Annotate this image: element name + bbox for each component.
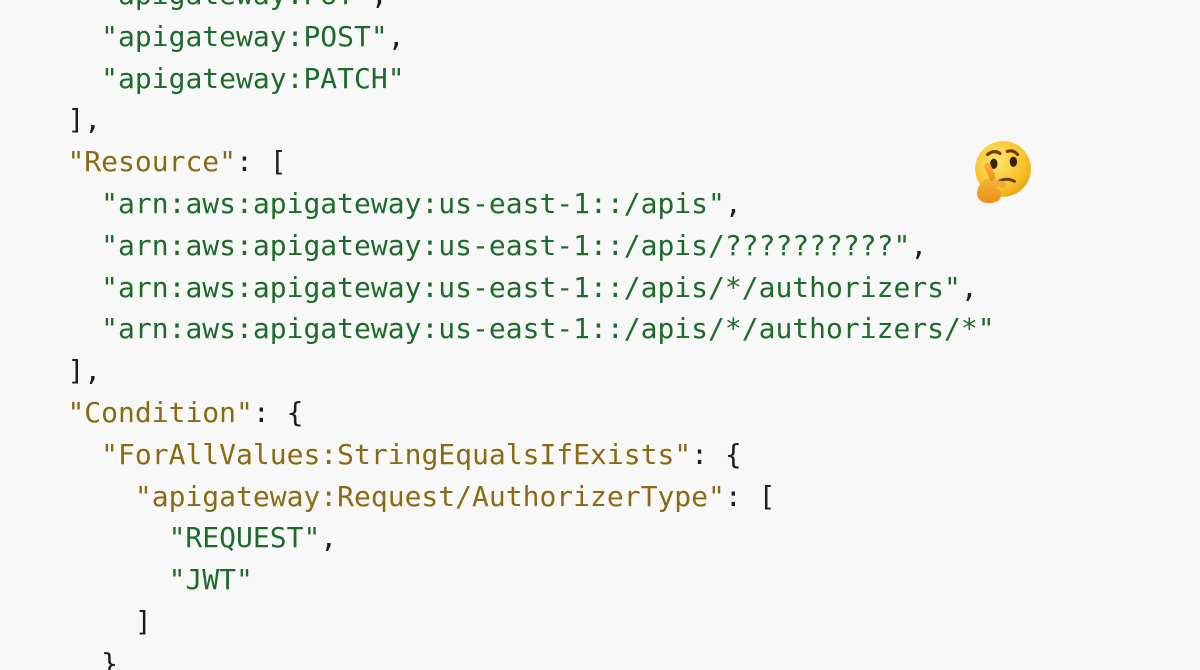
json-punctuation: : [	[236, 145, 287, 179]
code-line: "apigateway:PUT",	[0, 0, 995, 16]
json-punctuation: ],	[67, 354, 102, 388]
json-string: "apigateway:PATCH"	[101, 61, 405, 95]
code-line: "arn:aws:apigateway:us-east-1::/apis",	[0, 183, 995, 225]
code-line: "arn:aws:apigateway:us-east-1::/apis/*/a…	[0, 308, 995, 350]
json-string: "JWT"	[168, 563, 253, 597]
json-punctuation: ,	[910, 228, 928, 262]
json-punctuation: : {	[691, 437, 742, 471]
code-line: ]	[0, 601, 995, 643]
json-string: "arn:aws:apigateway:us-east-1::/apis"	[101, 186, 725, 220]
code-line: }	[0, 643, 995, 670]
json-string: "apigateway:POST"	[101, 19, 388, 53]
json-string: "apigateway:PUT"	[101, 0, 371, 11]
json-punctuation: ,	[371, 0, 388, 11]
code-line: "ForAllValues:StringEqualsIfExists": {	[0, 434, 995, 476]
code-line: "apigateway:PATCH"	[0, 58, 995, 100]
thinking-face-icon	[975, 141, 1031, 203]
json-string: "arn:aws:apigateway:us-east-1::/apis/*/a…	[101, 270, 961, 304]
json-punctuation: ,	[960, 270, 978, 304]
code-line: "REQUEST",	[0, 517, 995, 559]
json-punctuation: }	[101, 646, 119, 670]
code-line: "apigateway:POST",	[0, 16, 995, 58]
code-line: ],	[0, 350, 995, 392]
json-punctuation: ,	[387, 19, 405, 53]
code-block: "apigateway:PUT", "apigateway:POST", "ap…	[0, 0, 995, 670]
json-key: "ForAllValues:StringEqualsIfExists"	[101, 437, 692, 471]
json-punctuation: : [	[724, 479, 776, 513]
json-string: "REQUEST"	[168, 521, 321, 555]
json-key: "apigateway:Request/AuthorizerType"	[134, 479, 725, 513]
json-key: "Resource"	[67, 145, 237, 179]
code-line: "arn:aws:apigateway:us-east-1::/apis/*/a…	[0, 267, 995, 309]
code-line: "apigateway:Request/AuthorizerType": [	[0, 476, 995, 518]
code-line: "Condition": {	[0, 392, 995, 434]
code-line: "JWT"	[0, 559, 995, 601]
json-punctuation: ],	[67, 103, 102, 137]
json-string: "arn:aws:apigateway:us-east-1::/apis/*/a…	[101, 312, 995, 346]
json-punctuation: ,	[724, 186, 742, 220]
code-line: "arn:aws:apigateway:us-east-1::/apis/???…	[0, 225, 995, 267]
json-punctuation: : {	[252, 395, 304, 429]
json-key: "Condition"	[67, 395, 253, 429]
json-punctuation: ,	[320, 521, 338, 555]
json-punctuation: ]	[134, 604, 152, 638]
code-line: ],	[0, 99, 995, 141]
code-line: "Resource": [	[0, 141, 995, 183]
json-string: "arn:aws:apigateway:us-east-1::/apis/???…	[101, 228, 911, 262]
